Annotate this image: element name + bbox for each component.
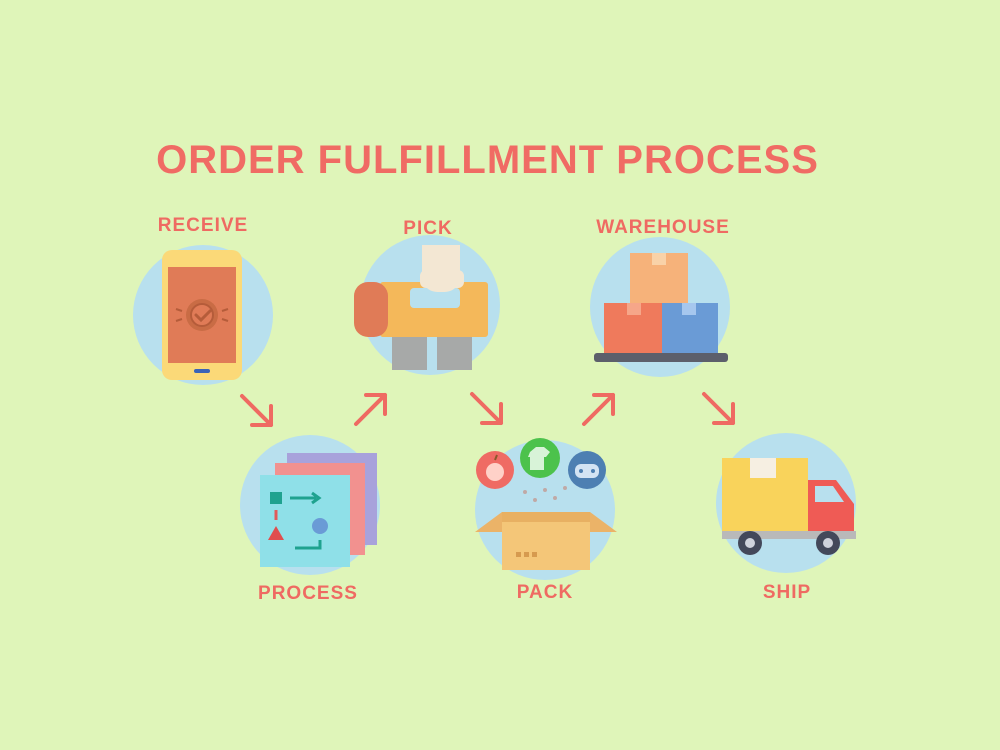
smartphone-check-icon (162, 250, 242, 380)
open-box-items-icon (475, 438, 617, 570)
diagram-title: ORDER FULFILLMENT PROCESS (156, 138, 819, 182)
step-label-process: PROCESS (258, 583, 358, 604)
step-label-pick: PICK (403, 218, 453, 239)
arrow-process-to-pick (354, 393, 387, 426)
step-label-warehouse: WAREHOUSE (596, 217, 730, 238)
stacked-boxes-pallet-icon (594, 253, 728, 362)
delivery-truck-icon (722, 458, 856, 555)
arrow-warehouse-to-ship (702, 392, 735, 425)
step-label-ship: SHIP (762, 582, 812, 603)
step-label-receive: RECEIVE (157, 215, 249, 236)
documents-flowchart-icon (260, 453, 377, 567)
arrow-pack-to-warehouse (582, 393, 615, 426)
hand-picking-box-icon (354, 245, 488, 370)
arrow-pick-to-pack (470, 392, 503, 425)
arrow-receive-to-process (240, 394, 273, 427)
step-label-pack: PACK (516, 582, 574, 603)
